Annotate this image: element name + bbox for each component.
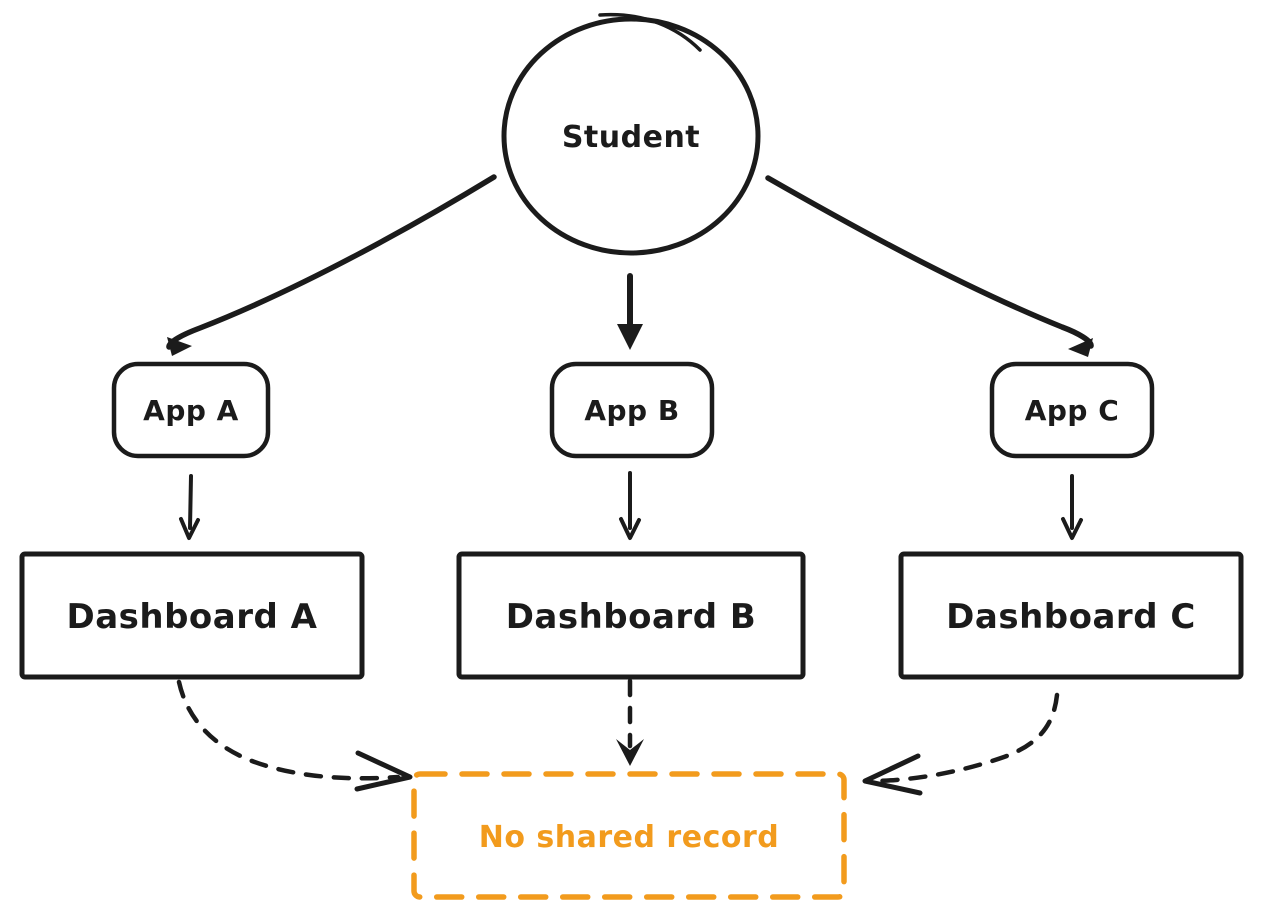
edge-app-c-dashboard-c bbox=[1061, 474, 1083, 540]
edge-app-a-dashboard-a-arrowhead bbox=[179, 517, 200, 540]
edge-app-c-dashboard-c-arrowhead bbox=[1061, 517, 1083, 540]
edge-student-app-c bbox=[765, 175, 1094, 357]
dashboard-c-node-group: Dashboard C bbox=[898, 551, 1244, 680]
edge-student-app-b-arrowhead bbox=[617, 324, 643, 350]
app-c-label: App C bbox=[1025, 394, 1120, 427]
edge-dashboard-c-no-shared-record-arrowhead bbox=[862, 753, 923, 796]
app-c-node-group: App C bbox=[989, 361, 1155, 459]
edge-dashboard-c-no-shared-record-line bbox=[873, 692, 1060, 784]
app-a-node bbox=[111, 361, 271, 459]
edge-dashboard-c-no-shared-record bbox=[862, 692, 1060, 796]
edge-student-app-c-line bbox=[765, 175, 1094, 349]
student-node-sketch-stroke bbox=[598, 12, 702, 52]
no-shared-record-label: No shared record bbox=[479, 820, 780, 855]
dashboard-c-label: Dashboard C bbox=[946, 597, 1196, 637]
edge-dashboard-a-no-shared-record-arrowhead bbox=[354, 750, 413, 792]
edge-student-app-a-line bbox=[166, 174, 497, 350]
edge-dashboard-a-no-shared-record bbox=[176, 679, 413, 792]
student-node-group: Student bbox=[501, 12, 761, 256]
edge-dashboard-a-no-shared-record-line bbox=[176, 679, 401, 781]
app-b-node-group: App B bbox=[549, 361, 715, 459]
edge-dashboard-b-no-shared-record-arrowhead bbox=[616, 739, 644, 766]
edge-student-app-c-arrowhead bbox=[1068, 338, 1093, 357]
dashboard-b-node-group: Dashboard B bbox=[456, 551, 806, 680]
edge-dashboard-b-no-shared-record bbox=[616, 678, 644, 766]
app-a-label: App A bbox=[143, 394, 239, 427]
dashboard-b-node bbox=[456, 551, 806, 680]
dashboard-a-node-group: Dashboard A bbox=[19, 551, 365, 680]
dashboard-c-node bbox=[898, 551, 1244, 680]
edge-app-a-dashboard-a bbox=[179, 474, 200, 540]
dashboard-a-node bbox=[19, 551, 365, 680]
edge-student-app-a bbox=[166, 174, 497, 356]
app-a-node-group: App A bbox=[111, 361, 271, 459]
student-label: Student bbox=[562, 120, 700, 155]
edge-app-b-dashboard-b-arrowhead bbox=[619, 517, 641, 540]
dashboard-b-label: Dashboard B bbox=[506, 597, 757, 637]
edge-app-b-dashboard-b bbox=[619, 471, 641, 540]
student-node bbox=[501, 16, 761, 256]
app-b-label: App B bbox=[584, 394, 679, 427]
dashboard-a-label: Dashboard A bbox=[66, 597, 317, 637]
app-c-node bbox=[989, 361, 1155, 459]
edge-app-a-dashboard-a-line bbox=[188, 474, 193, 530]
no-shared-record-node bbox=[411, 771, 847, 900]
no-shared-record-node-group: No shared record bbox=[411, 771, 847, 900]
edge-student-app-a-arrowhead bbox=[167, 337, 192, 356]
edge-student-app-b bbox=[617, 273, 643, 350]
app-b-node bbox=[549, 361, 715, 459]
